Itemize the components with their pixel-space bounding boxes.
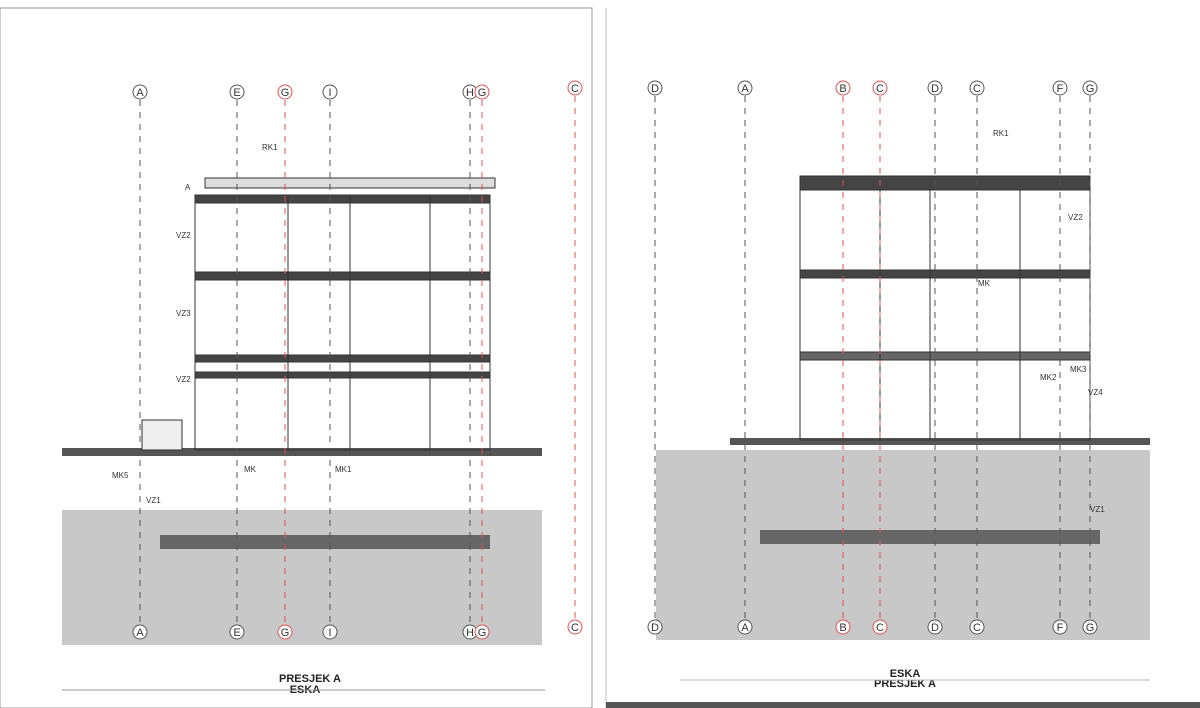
axis-label: C [571, 622, 579, 634]
axis-bubble [737, 619, 753, 635]
axis-bubble [969, 619, 985, 635]
axis-bubble [835, 619, 851, 635]
axis-bubble [132, 84, 148, 100]
axis-label: C [876, 83, 884, 95]
axis-bubble [835, 80, 851, 96]
axis-bubble [277, 84, 293, 100]
element-tag: VZ4 [1088, 388, 1103, 397]
axis-label: G [1086, 622, 1095, 634]
axis-label: A [741, 622, 749, 634]
axis-label: B [839, 83, 846, 95]
axis-bubble [229, 624, 245, 640]
axis-label: I [328, 627, 331, 639]
left-title-1: PRESJEK A [279, 673, 341, 685]
element-tag: MK [978, 279, 991, 288]
right-bottom-hatch [606, 702, 1200, 708]
axis-label: G [478, 87, 487, 99]
element-tag: MK1 [335, 465, 352, 474]
axis-label: G [1086, 83, 1095, 95]
element-tag: MK2 [1040, 373, 1057, 382]
right-ground-slab [730, 438, 1150, 445]
axis-bubble [872, 80, 888, 96]
element-tag: VZ2 [176, 231, 191, 240]
axis-label: A [741, 83, 749, 95]
axis-bubble [927, 80, 943, 96]
element-tag: MK3 [1070, 365, 1087, 374]
axis-bubble [277, 624, 293, 640]
axis-label: G [478, 627, 487, 639]
axis-label: G [281, 87, 290, 99]
axis-bubble [1082, 80, 1098, 96]
left-building [141, 177, 496, 451]
axis-label: F [1057, 83, 1064, 95]
axis-bubble [969, 80, 985, 96]
axis-bubble [737, 80, 753, 96]
element-tag: VZ1 [146, 496, 161, 505]
element-tag: MK [244, 465, 257, 474]
axis-label: H [466, 87, 474, 99]
axis-bubble [927, 619, 943, 635]
element-tag: A [185, 183, 191, 192]
element-tag: VZ1 [1090, 505, 1105, 514]
axis-bubble [474, 84, 490, 100]
axis-bubble [647, 619, 663, 635]
left-foundation [160, 535, 490, 549]
axis-bubble [229, 84, 245, 100]
axis-label: F [1057, 622, 1064, 634]
axis-label: G [281, 627, 290, 639]
axis-bubble [567, 619, 583, 635]
axis-label: C [973, 83, 981, 95]
axis-bubble [132, 624, 148, 640]
axis-label: D [931, 83, 939, 95]
element-tag: VZ2 [1068, 213, 1083, 222]
axis-label: D [931, 622, 939, 634]
element-tag: VZ3 [176, 309, 191, 318]
axis-label: D [651, 622, 659, 634]
axis-label: E [233, 87, 240, 99]
left-ground-slab [62, 448, 542, 456]
axis-bubble [1052, 619, 1068, 635]
axis-bubble [474, 624, 490, 640]
element-tag: RK1 [993, 129, 1009, 138]
element-tag: MK5 [112, 471, 129, 480]
axis-bubble [322, 84, 338, 100]
axis-label: I [328, 87, 331, 99]
element-tag: VZ2 [176, 375, 191, 384]
axis-label: A [136, 627, 144, 639]
axis-bubble [322, 624, 338, 640]
right-foundation [760, 530, 1100, 544]
element-tag: RK1 [262, 143, 278, 152]
axis-label: E [233, 627, 240, 639]
axis-label: B [839, 622, 846, 634]
axis-label: D [651, 83, 659, 95]
axis-bubble [1052, 80, 1068, 96]
axis-label: C [973, 622, 981, 634]
axis-label: H [466, 627, 474, 639]
axis-bubble [872, 619, 888, 635]
axis-bubble [647, 80, 663, 96]
axis-label: C [571, 83, 579, 95]
right-title-2: PRESJEK A [874, 678, 936, 690]
left-ground [62, 510, 542, 645]
axis-bubble [567, 80, 583, 96]
right-title-1: ESKA [890, 668, 921, 680]
axis-label: A [136, 87, 144, 99]
right-ground [656, 450, 1150, 640]
left-sheet-border [0, 7, 593, 708]
axis-bubble [1082, 619, 1098, 635]
axis-label: C [876, 622, 884, 634]
